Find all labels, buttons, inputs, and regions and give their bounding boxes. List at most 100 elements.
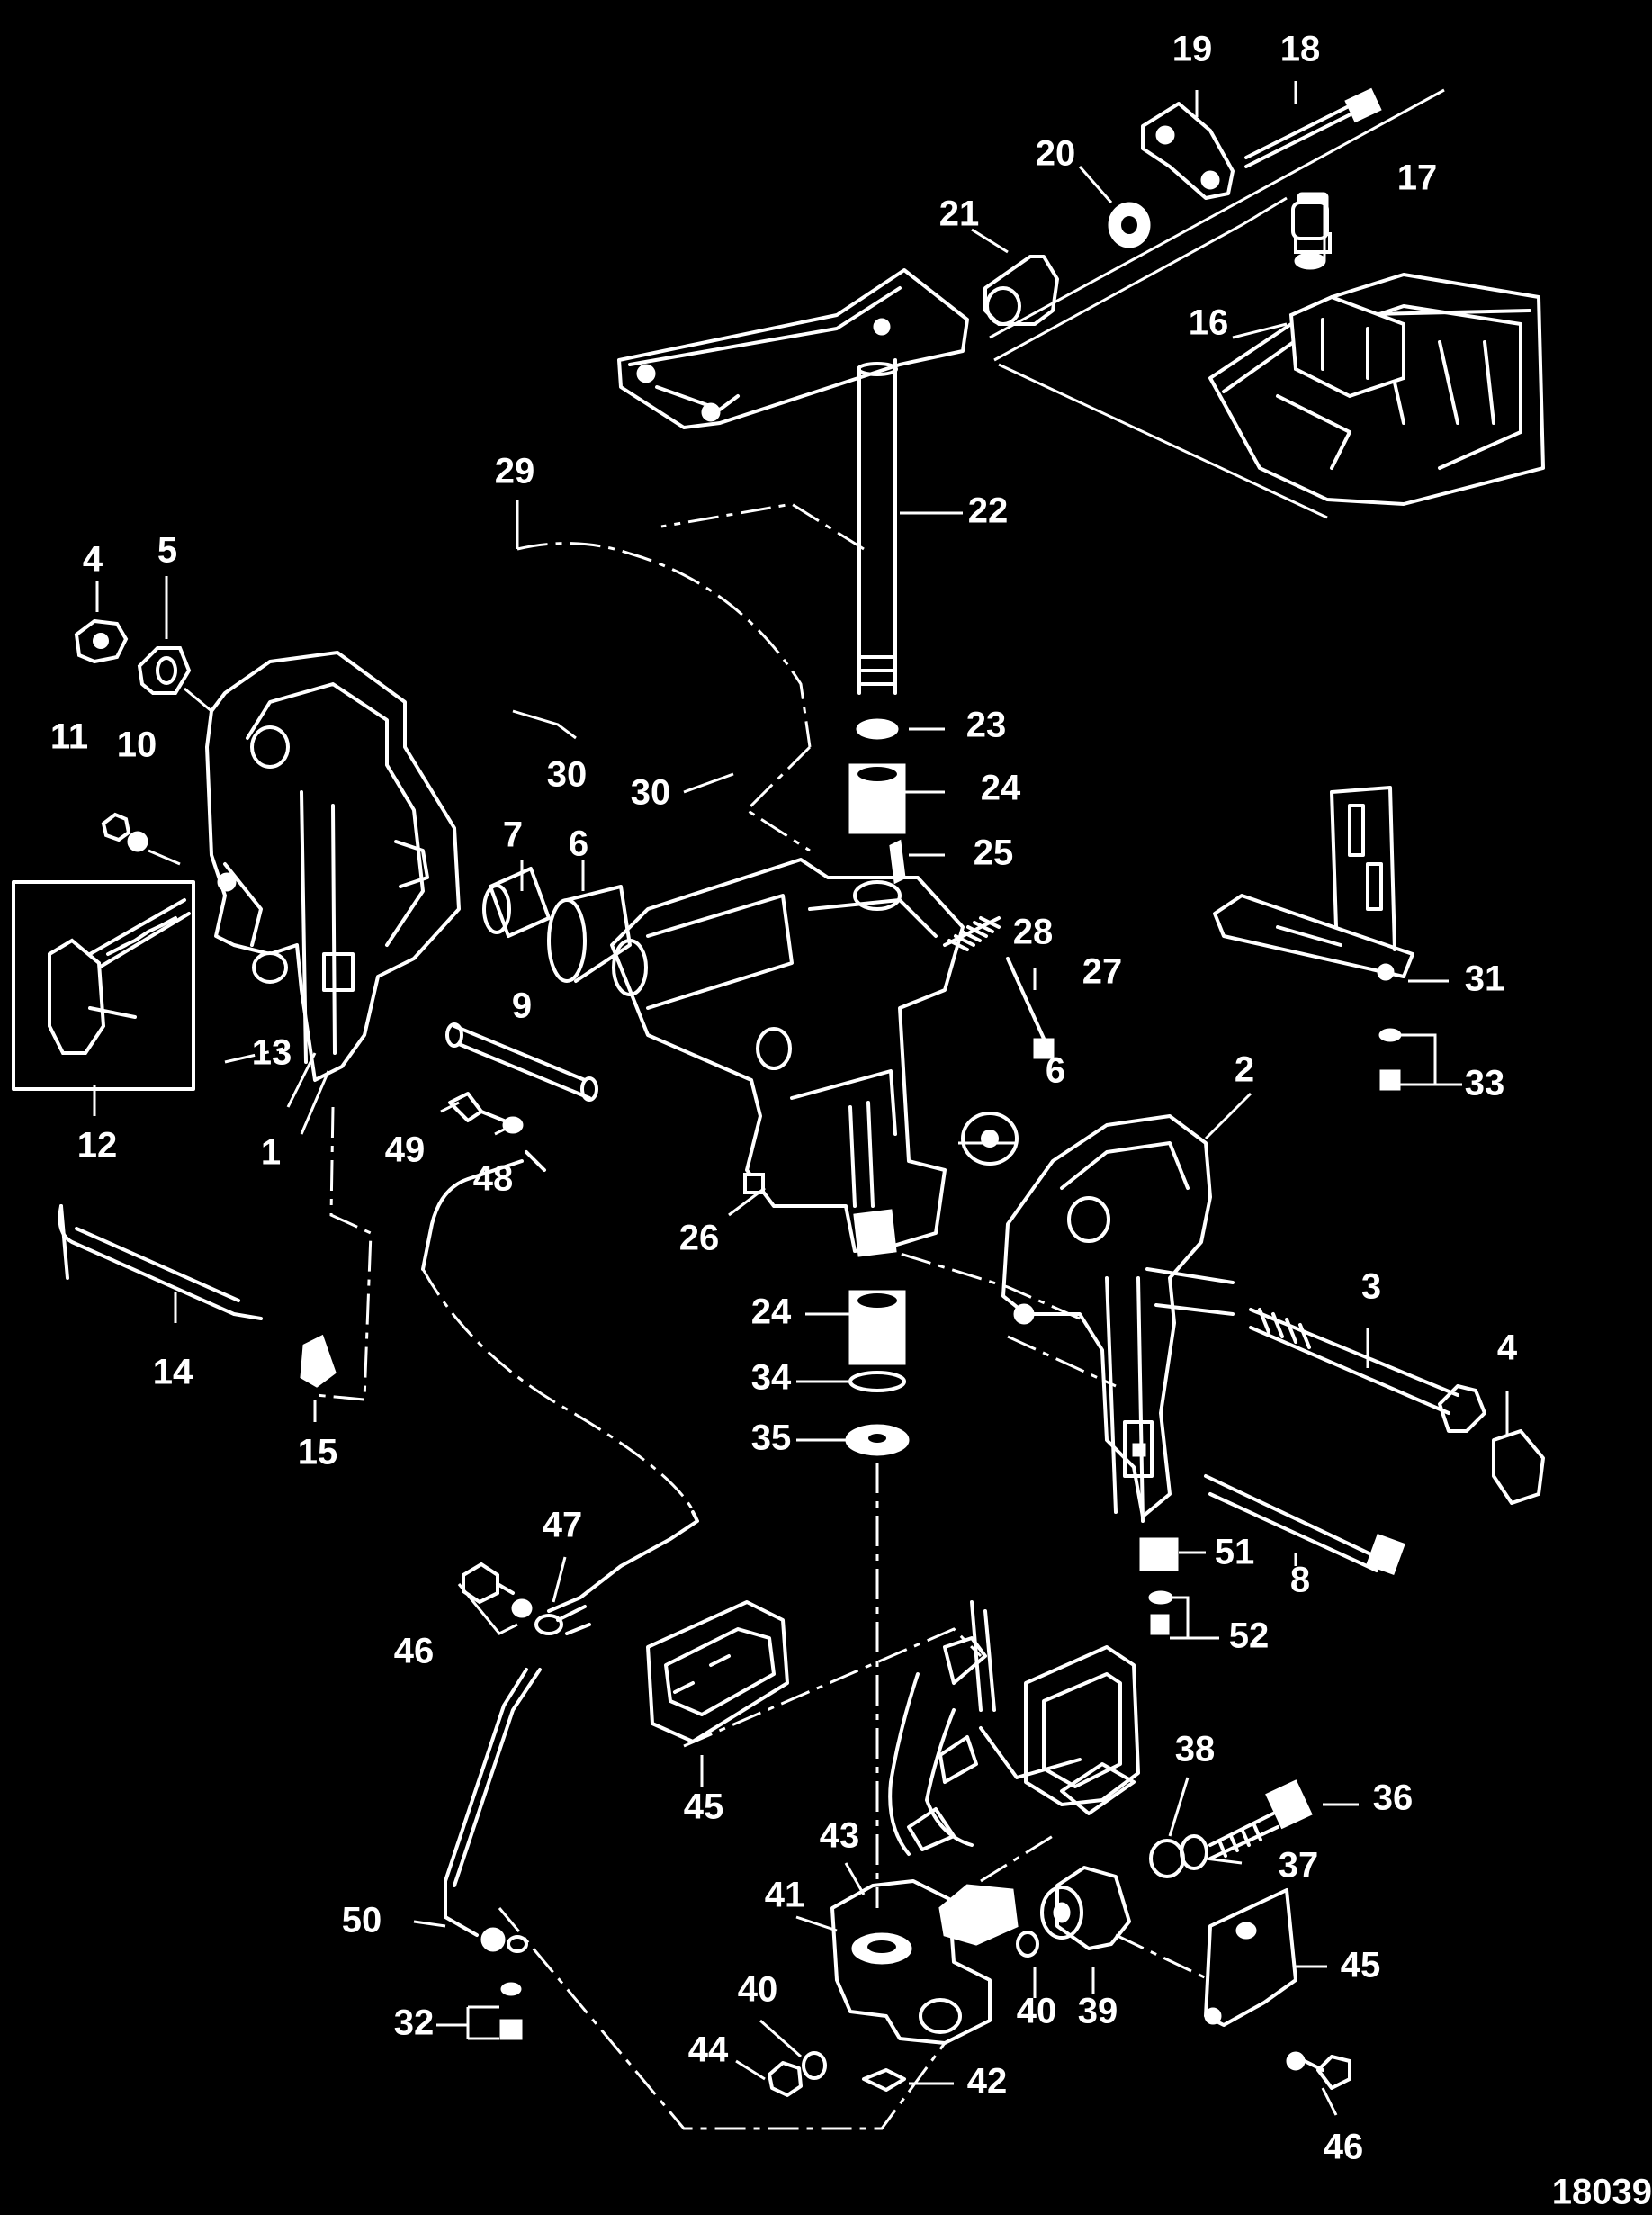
screw-52 [1148,1590,1173,1635]
callout-11: 11 [50,717,88,757]
screw-33 [1378,1028,1402,1091]
callout-25: 25 [974,833,1014,873]
mount-bushing-21 [983,255,1059,326]
callout-38: 38 [1175,1730,1216,1769]
callout-7: 7 [503,815,523,855]
washer-23 [856,718,899,740]
reference-number: 18039 [1552,2173,1652,2212]
callout-16: 16 [1189,303,1229,343]
block-43 [938,1884,1019,1946]
callout-5: 5 [157,531,177,571]
callout-49: 49 [385,1130,426,1170]
callout-26: 26 [679,1219,720,1258]
bushing-7 [482,867,551,938]
washer-5 [137,646,192,695]
callout-32: 32 [394,2003,435,2043]
key-25 [889,839,906,885]
clip-42 [862,2068,906,2092]
bushing-6-lower [961,1112,1019,1166]
washer-20 [1108,202,1151,248]
callout-34: 34 [751,1358,792,1398]
callout-4-upper: 4 [83,540,103,580]
bushing-24-lower [848,1290,906,1365]
callout-14: 14 [153,1353,193,1392]
callout-52: 52 [1229,1616,1270,1656]
pin-14 [58,1204,263,1320]
bushing-24-upper [848,763,906,834]
steering-arm [617,268,969,695]
bolt-27 [1006,957,1055,1059]
bolt-3 [1249,1308,1486,1433]
plate-45-upper [646,1600,789,1743]
housing-41 [830,1879,992,2045]
callout-1: 1 [261,1133,281,1173]
callout-22: 22 [968,491,1009,531]
nut-44 [768,2061,803,2097]
spring-28 [943,916,1001,951]
bushing-6-upper [547,885,632,983]
callout-12: 12 [77,1126,118,1166]
callout-51: 51 [1215,1533,1255,1572]
callout-45-upper: 45 [684,1787,724,1827]
bolt-36 [1208,1779,1313,1860]
bracket-right [1001,1114,1235,1523]
bolt-8 [1204,1474,1405,1576]
screw-32 [499,1982,523,2040]
washer-40-left [802,2051,827,2080]
callout-13: 13 [252,1033,292,1073]
callout-27: 27 [1082,952,1123,992]
washer-37 [1180,1834,1208,1870]
callout-30-right: 30 [547,755,588,795]
callout-44: 44 [688,2030,729,2070]
callout-50: 50 [342,1901,382,1940]
ground-strap-47 [534,1510,699,1635]
callout-21: 21 [939,194,980,234]
callout-15: 15 [298,1433,338,1472]
screw-13 [252,951,288,984]
washer-35 [845,1424,910,1456]
callout-28: 28 [1013,913,1054,952]
callout-20: 20 [1036,134,1076,174]
callout-47: 47 [543,1506,583,1545]
callout-24-lower: 24 [751,1292,792,1332]
adaptor-plate [1208,273,1545,506]
callout-8: 8 [1290,1561,1310,1600]
bracket-31 [1213,786,1414,981]
mount-39 [1040,1866,1131,1950]
callout-35: 35 [751,1418,792,1458]
clip-15 [300,1334,337,1388]
callout-31: 31 [1465,959,1505,999]
callout-17: 17 [1397,158,1438,198]
inset-box-12 [12,880,195,1091]
block-51 [1139,1537,1179,1571]
callout-46-upper: 46 [394,1632,435,1671]
lower-housing [888,1600,1140,1856]
callout-23: 23 [966,706,1007,745]
callout-18: 18 [1280,30,1321,69]
bolt-46-upper [462,1562,533,1618]
bolt-18 [1244,87,1382,168]
callout-9: 9 [512,986,532,1026]
callout-2: 2 [1235,1050,1254,1090]
callout-33: 33 [1465,1064,1505,1103]
callout-10: 10 [117,725,157,765]
nut-4-left [74,618,129,664]
swivel-bracket [610,858,965,1257]
plate-45-lower [1204,1888,1297,2027]
washer-10 [127,831,148,852]
callout-24-upper: 24 [981,769,1021,808]
washer-38 [1149,1839,1185,1878]
callout-4-lower: 4 [1497,1328,1518,1368]
pin-9 [445,1022,598,1102]
callout-3: 3 [1361,1267,1381,1307]
o-ring-34 [848,1371,906,1392]
link-19 [1141,102,1235,200]
callout-45-lower: 45 [1341,1946,1381,1985]
callout-37: 37 [1279,1846,1319,1886]
callout-6-upper: 6 [569,824,588,864]
callout-36: 36 [1373,1778,1414,1818]
callout-43: 43 [820,1816,860,1856]
callout-42: 42 [967,2062,1008,2102]
callout-46-lower: 46 [1324,2128,1364,2167]
